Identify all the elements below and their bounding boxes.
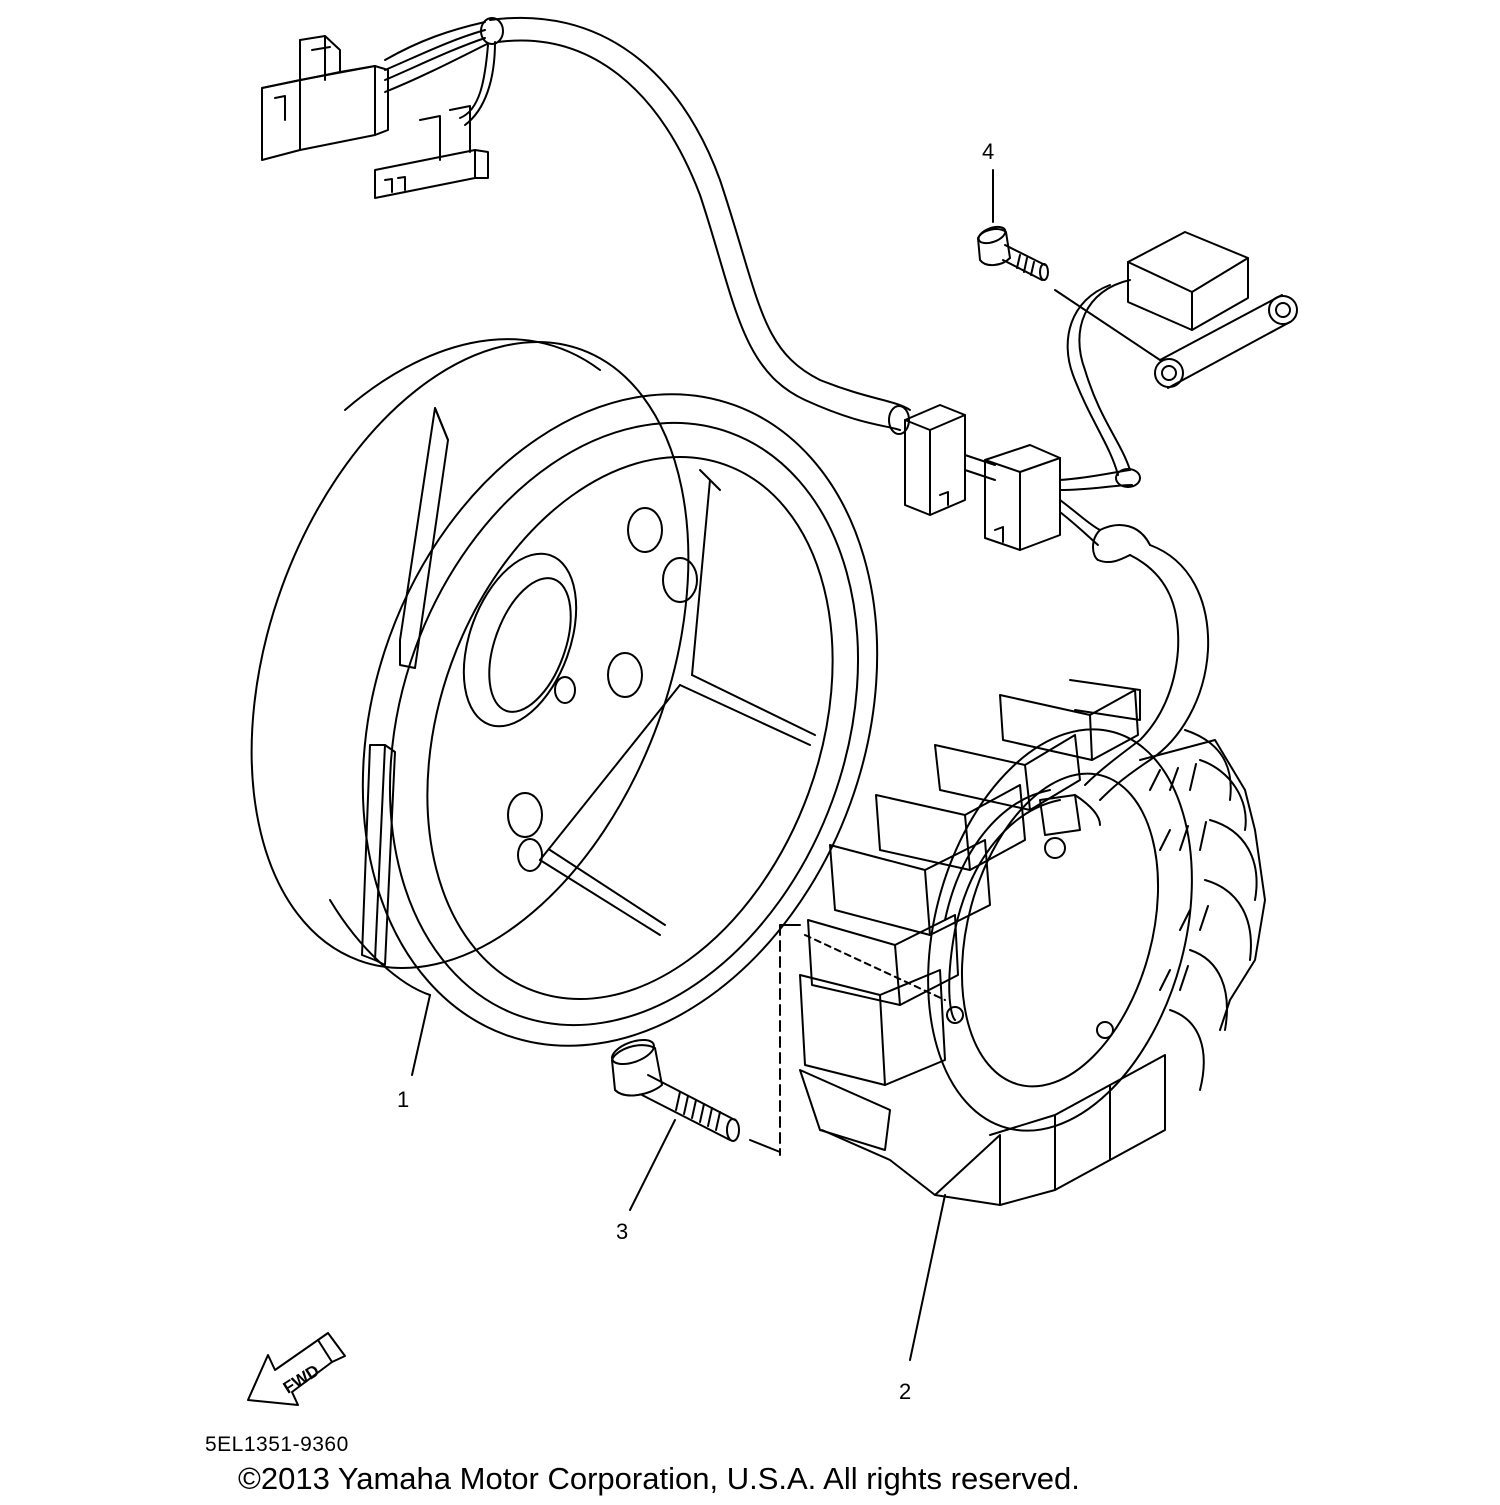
callout-1: 1 [397,1087,410,1112]
callout-2: 2 [899,1379,912,1404]
stator-cable [1084,524,1210,801]
alignment-dash-diagonal [804,934,946,1001]
wire-harness [384,16,911,435]
leader-3 [629,1119,676,1211]
copyright-notice: ©2013 Yamaha Motor Corporation, U.S.A. A… [238,1461,1080,1496]
bolt-3 [611,1038,740,1142]
diagram-code: 5EL1351-9360 [205,1433,349,1456]
coupler-pair [904,404,1133,551]
fwd-arrow-icon: FWD [247,1332,346,1406]
callout-4: 4 [982,139,995,164]
harness-connector-large [261,35,389,161]
flywheel-rotor [250,338,879,1047]
fwd-label: FWD [280,1361,323,1398]
pickup-coil [1066,231,1298,488]
callout-3: 3 [616,1219,629,1244]
leader-2 [909,1194,946,1361]
harness-connector-small [374,105,489,199]
screw-4 [977,225,1161,361]
screw-4-leader-dash [1054,289,1161,361]
leader-1 [411,994,431,1076]
stator-assembly [799,679,1266,1206]
alignment-tick-bottom [749,1139,781,1153]
